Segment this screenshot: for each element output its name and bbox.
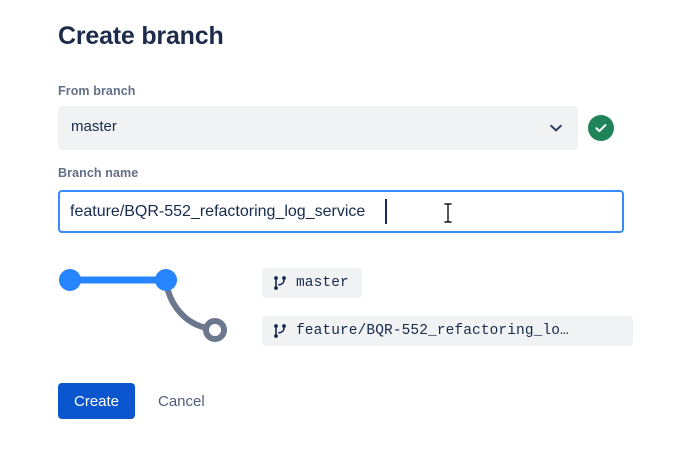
from-branch-label: From branch — [58, 84, 136, 98]
check-icon — [595, 124, 607, 133]
branch-name-label: Branch name — [58, 166, 139, 180]
commit-node-1 — [59, 269, 81, 291]
ibeam-cursor — [444, 203, 452, 223]
branch-pill-master: master — [262, 268, 362, 298]
from-branch-selected-value: master — [71, 118, 117, 135]
cancel-button[interactable]: Cancel — [150, 383, 213, 419]
commit-node-2 — [155, 269, 177, 291]
create-button[interactable]: Create — [58, 383, 136, 419]
page-title: Create branch — [58, 22, 224, 50]
new-branch-node — [203, 318, 227, 342]
branch-pill-feature-label: feature/BQR-552_refactoring_lo… — [296, 323, 569, 339]
branch-graph — [59, 269, 227, 342]
from-branch-select[interactable]: master — [58, 106, 578, 150]
from-branch-row: master — [58, 106, 626, 150]
text-caret — [385, 199, 387, 224]
branch-pill-feature: feature/BQR-552_refactoring_lo… — [262, 316, 633, 346]
branch-pill-master-label: master — [296, 275, 349, 291]
git-branch-icon — [274, 324, 286, 338]
chevron-down-icon[interactable] — [548, 120, 564, 136]
branch-name-input[interactable] — [58, 190, 624, 233]
git-branch-icon — [274, 276, 286, 290]
from-branch-valid-badge — [588, 115, 614, 141]
